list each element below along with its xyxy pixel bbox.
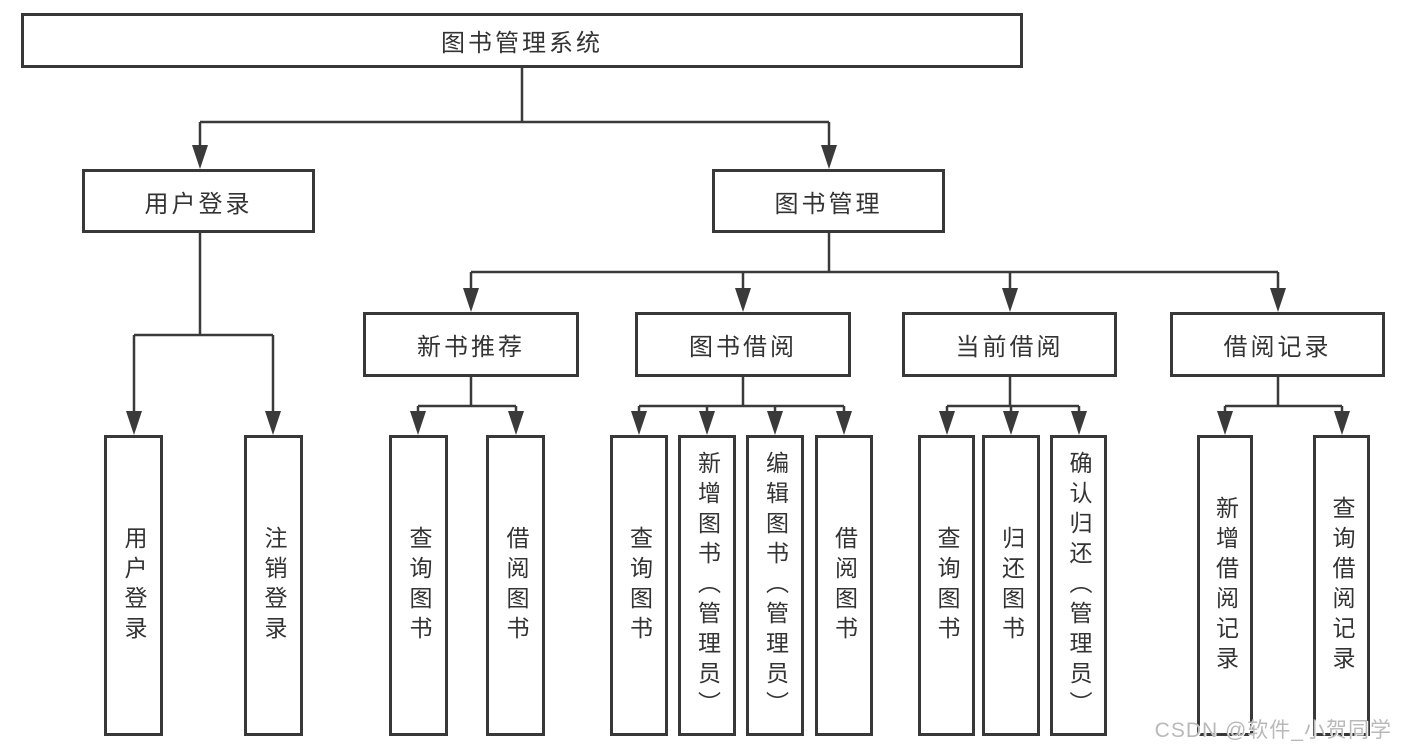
leaf-edit-book-admin-label: 编辑图书（管理员）: [762, 450, 789, 721]
node-book-borrow-label: 图书借阅: [689, 334, 797, 361]
leaf-borrow-book-label: 借阅图书: [831, 525, 858, 646]
watermark: CSDN @软件_小贺同学: [1154, 719, 1392, 742]
leaf-logout: 注销登录: [244, 435, 303, 736]
leaf-query-book-label: 查询图书: [934, 525, 960, 646]
node-current-borrow-label: 当前借阅: [955, 334, 1064, 361]
leaf-return-book-label: 归还图书: [998, 525, 1025, 646]
leaf-query-book-label: 查询图书: [626, 525, 653, 646]
leaf-return-book: 归还图书: [982, 435, 1040, 736]
leaf-query-book: 查询图书: [918, 435, 975, 736]
leaf-query-book: 查询图书: [610, 435, 668, 736]
node-root: 图书管理系统: [21, 13, 1023, 68]
leaf-user-login-label: 用户登录: [121, 525, 147, 646]
leaf-borrow-book-label: 借阅图书: [503, 525, 529, 646]
leaf-borrow-book: 借阅图书: [486, 435, 545, 736]
node-book-borrow: 图书借阅: [635, 312, 851, 377]
arrowheads: [126, 145, 1350, 435]
leaf-query-book: 查询图书: [389, 435, 448, 736]
node-book-management-label: 图书管理: [774, 190, 883, 218]
leaf-logout-label: 注销登录: [261, 525, 287, 646]
leaf-edit-book-admin: 编辑图书（管理员）: [746, 435, 804, 736]
leaf-add-borrow-record-label: 新增借阅记录: [1212, 495, 1239, 676]
leaf-user-login: 用户登录: [104, 435, 163, 736]
tree-edges: [132, 68, 1344, 414]
node-new-book-recommend: 新书推荐: [363, 312, 579, 377]
node-current-borrow: 当前借阅: [902, 312, 1117, 377]
leaf-query-book-label: 查询图书: [406, 525, 432, 646]
leaf-confirm-return-admin-label: 确认归还（管理员）: [1066, 450, 1092, 721]
leaf-confirm-return-admin: 确认归还（管理员）: [1050, 435, 1107, 736]
node-book-management: 图书管理: [712, 169, 945, 233]
leaf-borrow-book: 借阅图书: [815, 435, 873, 736]
leaf-query-borrow-record: 查询借阅记录: [1313, 435, 1370, 736]
leaf-query-borrow-record-label: 查询借阅记录: [1329, 495, 1355, 676]
node-root-label: 图书管理系统: [441, 30, 603, 57]
node-borrow-records-label: 借阅记录: [1223, 334, 1332, 361]
leaf-add-book-admin: 新增图书（管理员）: [678, 435, 736, 736]
leaf-add-borrow-record: 新增借阅记录: [1197, 435, 1253, 736]
leaf-add-book-admin-label: 新增图书（管理员）: [694, 450, 721, 721]
node-user-login-label: 用户登录: [144, 190, 253, 218]
node-user-login: 用户登录: [82, 169, 315, 233]
node-borrow-records: 借阅记录: [1170, 312, 1385, 377]
node-new-book-recommend-label: 新书推荐: [417, 334, 525, 361]
